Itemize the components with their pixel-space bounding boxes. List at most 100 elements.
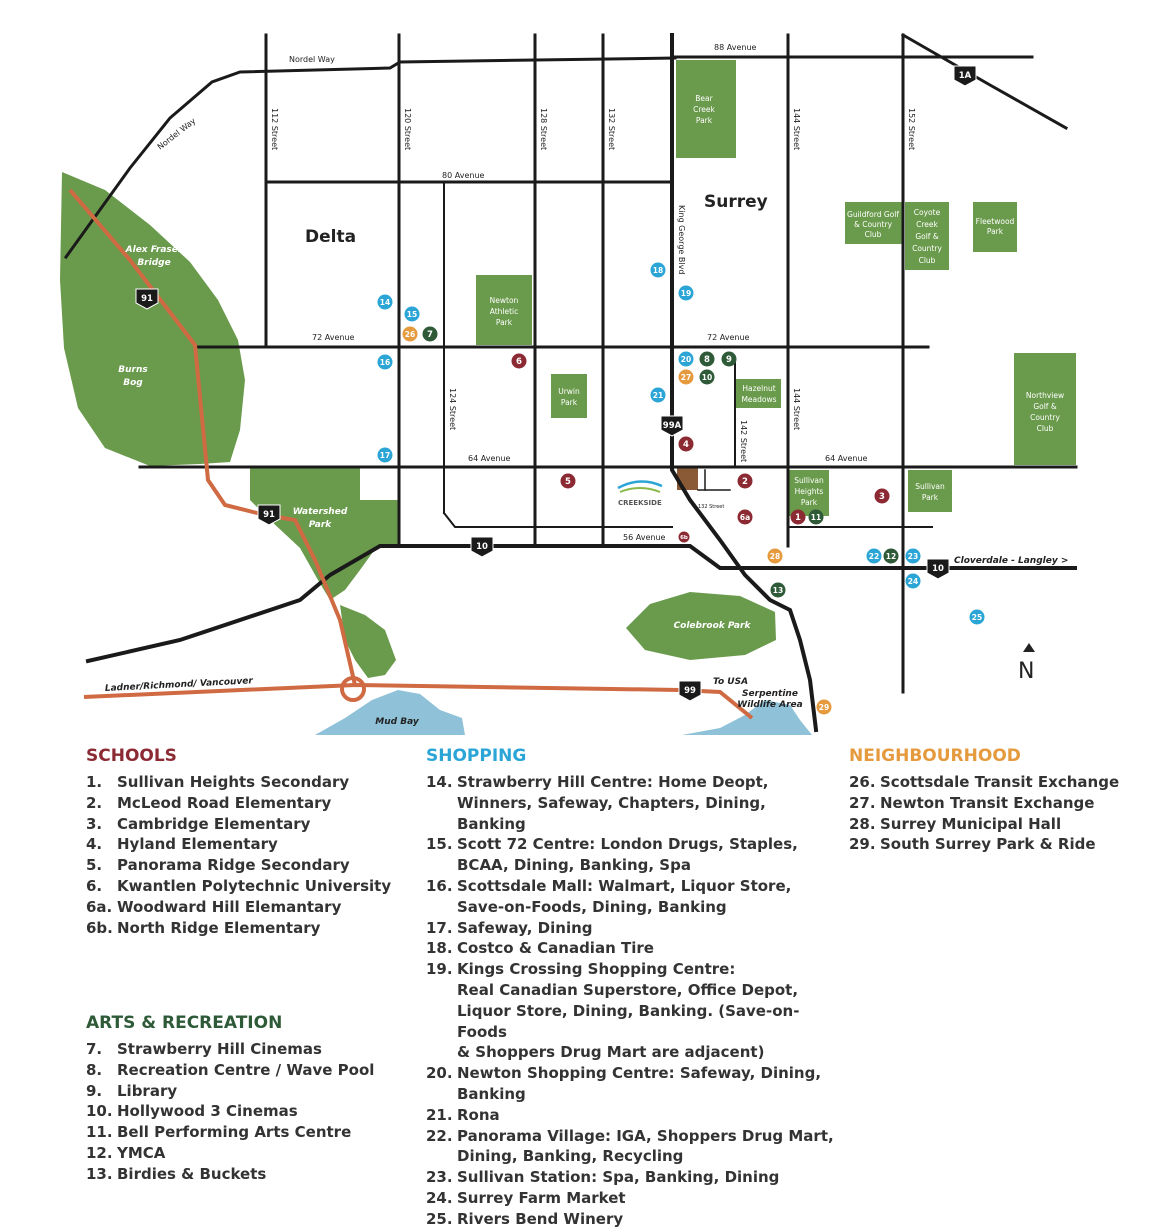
legend-item: 23.Sullivan Station: Spa, Banking, Dinin… bbox=[426, 1167, 836, 1188]
map-marker-label: 17 bbox=[380, 451, 390, 460]
legend-item: 14.Strawberry Hill Centre: Home Deopt, W… bbox=[426, 772, 836, 834]
map-marker-24[interactable]: 24 bbox=[905, 573, 921, 589]
legend-item: 10.Hollywood 3 Cinemas bbox=[86, 1101, 406, 1122]
map-marker-label: 22 bbox=[869, 552, 879, 561]
map-marker-13[interactable]: 13 bbox=[770, 582, 786, 598]
map-marker-6a[interactable]: 6a bbox=[737, 509, 753, 525]
legend-item: 27.Newton Transit Exchange bbox=[849, 793, 1159, 814]
serpentine-water bbox=[682, 700, 812, 735]
legend-item-number: 6a. bbox=[86, 897, 113, 916]
map-marker-label: 13 bbox=[773, 586, 783, 595]
map-marker-label: 26 bbox=[405, 330, 415, 339]
map-marker-6[interactable]: 6 bbox=[511, 353, 527, 369]
highway-shield-h1a: 1A bbox=[953, 65, 977, 87]
map-marker-2[interactable]: 2 bbox=[737, 473, 753, 489]
map-marker-label: 16 bbox=[380, 358, 390, 367]
map-marker-1[interactable]: 1 bbox=[790, 509, 806, 525]
legend-item-number: 21. bbox=[426, 1105, 453, 1124]
watershed-south-area bbox=[340, 605, 396, 678]
legend-item-text: Kwantlen Polytechnic University bbox=[117, 876, 392, 895]
mud-bay-water bbox=[315, 690, 465, 735]
map-marker-29[interactable]: 29 bbox=[816, 699, 832, 715]
ave-56-label: 56 Avenue bbox=[623, 533, 666, 542]
colebrook-label: Colebrook Park bbox=[674, 621, 752, 631]
legend-item-text: YMCA bbox=[117, 1143, 166, 1162]
map-marker-label: 9 bbox=[726, 355, 732, 365]
map-marker-7[interactable]: 7 bbox=[422, 326, 438, 342]
map-marker-3[interactable]: 3 bbox=[874, 488, 890, 504]
map-marker-27[interactable]: 27 bbox=[678, 369, 694, 385]
map-marker-18[interactable]: 18 bbox=[650, 262, 666, 278]
legend-item: 29.South Surrey Park & Ride bbox=[849, 834, 1159, 855]
legend-item-number: 10. bbox=[86, 1102, 113, 1121]
sullivan-park bbox=[908, 470, 952, 512]
map-marker-19[interactable]: 19 bbox=[678, 285, 694, 301]
legend-arts: ARTS & RECREATION 7.Strawberry Hill Cine… bbox=[86, 1013, 406, 1185]
map-marker-9[interactable]: 9 bbox=[721, 351, 737, 367]
legend-item-number: 19. bbox=[426, 960, 453, 979]
map-marker-16[interactable]: 16 bbox=[377, 354, 393, 370]
map-marker-12[interactable]: 12 bbox=[883, 548, 899, 564]
legend-item: 12.YMCA bbox=[86, 1143, 406, 1164]
map-marker-20[interactable]: 20 bbox=[678, 351, 694, 367]
map-marker-label: 6a bbox=[740, 513, 750, 522]
map-marker-label: 1 bbox=[795, 513, 801, 523]
legend-item-number: 6b. bbox=[86, 918, 113, 937]
legend-item: 18.Costco & Canadian Tire bbox=[426, 938, 836, 959]
legend-item: 17.Safeway, Dining bbox=[426, 918, 836, 939]
map-marker-8[interactable]: 8 bbox=[699, 351, 715, 367]
legend-item-number: 24. bbox=[426, 1188, 453, 1207]
map-marker-17[interactable]: 17 bbox=[377, 447, 393, 463]
legend-item-text: Safeway, Dining bbox=[457, 918, 593, 937]
legend-item-number: 23. bbox=[426, 1168, 453, 1187]
nordel-way-label: Nordel Way bbox=[289, 55, 335, 64]
map-marker-14[interactable]: 14 bbox=[377, 294, 393, 310]
hazelnut-meadows bbox=[736, 379, 781, 408]
hwy-91-road bbox=[68, 188, 357, 686]
map-marker-4[interactable]: 4 bbox=[678, 436, 694, 452]
map-marker-6b[interactable]: 6b bbox=[678, 531, 690, 543]
st-144-mid-label: 144 Street bbox=[792, 388, 801, 430]
legend-item-text: Hyland Elementary bbox=[117, 835, 278, 854]
legend-neighbourhood: NEIGHBOURHOOD 26.Scottsdale Transit Exch… bbox=[849, 746, 1159, 855]
map-marker-5[interactable]: 5 bbox=[560, 473, 576, 489]
burns-bog-area bbox=[60, 172, 245, 466]
map-marker-21[interactable]: 21 bbox=[650, 387, 666, 403]
legend-item-text: Birdies & Buckets bbox=[117, 1164, 267, 1183]
schools-heading: SCHOOLS bbox=[86, 746, 177, 766]
map-marker-label: 3 bbox=[879, 492, 885, 502]
map-marker-11[interactable]: 11 bbox=[808, 509, 824, 525]
legend-item-number: 28. bbox=[849, 814, 876, 833]
legend-item-text: Cambridge Elementary bbox=[117, 814, 311, 833]
nordel-way-road bbox=[63, 56, 677, 260]
map-marker-label: 28 bbox=[770, 552, 780, 561]
legend-item-text: Sullivan Heights Secondary bbox=[117, 773, 350, 791]
legend-item-text: Kings Crossing Shopping Centre: Real Can… bbox=[457, 960, 800, 1062]
legend-item-text: Rona bbox=[457, 1105, 500, 1124]
legend-item-number: 16. bbox=[426, 876, 453, 895]
legend-item: 24.Surrey Farm Market bbox=[426, 1188, 836, 1209]
map-marker-label: 12 bbox=[886, 552, 896, 561]
map-marker-25[interactable]: 25 bbox=[969, 609, 985, 625]
map-marker-label: 5 bbox=[565, 477, 571, 487]
legend-item: 6a.Woodward Hill Elemantary bbox=[86, 897, 406, 918]
map-marker-label: 8 bbox=[704, 355, 710, 365]
legend-item-text: Woodward Hill Elemantary bbox=[117, 897, 342, 916]
map-marker-10[interactable]: 10 bbox=[699, 369, 715, 385]
highway-shield-h10_left: 10 bbox=[470, 536, 494, 558]
map-marker-28[interactable]: 28 bbox=[767, 548, 783, 564]
highway-shield-label: 99A bbox=[663, 421, 682, 431]
map-marker-26[interactable]: 26 bbox=[402, 326, 418, 342]
map-marker-label: 24 bbox=[908, 577, 918, 586]
legend-item: 16.Scottsdale Mall: Walmart, Liquor Stor… bbox=[426, 876, 836, 918]
map-marker-23[interactable]: 23 bbox=[905, 548, 921, 564]
map-marker-label: 6b bbox=[680, 535, 688, 541]
highway-shield-h99: 99 bbox=[678, 680, 702, 702]
legend-item: 21.Rona bbox=[426, 1105, 836, 1126]
map-marker-22[interactable]: 22 bbox=[866, 548, 882, 564]
map-marker-15[interactable]: 15 bbox=[404, 306, 420, 322]
bear-creek-park bbox=[676, 60, 736, 158]
